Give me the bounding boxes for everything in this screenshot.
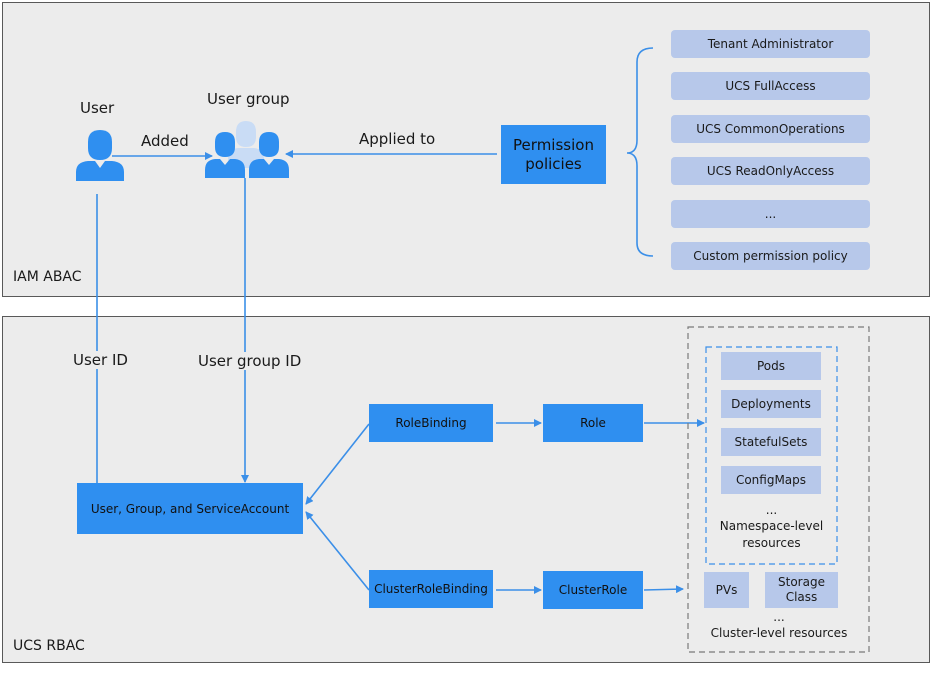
user-group-label: User group (207, 90, 290, 108)
user-id-label: User ID (71, 351, 130, 369)
user-group-icon (205, 121, 289, 178)
namespace-caption-line2: resources (742, 536, 801, 550)
role-box[interactable]: Role (543, 404, 643, 442)
cluster-caption: Cluster-level resources (710, 626, 848, 640)
policy-custom[interactable]: Custom permission policy (671, 242, 870, 270)
cluster-ellipsis: ... (773, 610, 785, 624)
permission-policies-line2: policies (525, 154, 582, 173)
namespace-caption: Namespace-level resources (706, 518, 837, 552)
policy-ucs-readonlyaccess[interactable]: UCS ReadOnlyAccess (671, 157, 870, 185)
namespace-ellipsis: ... (765, 503, 778, 517)
policy-ellipsis: ... (671, 200, 870, 228)
clusterrole-to-cluster-arrow (643, 585, 684, 594)
policy-ucs-commonoperations[interactable]: UCS CommonOperations (671, 115, 870, 143)
ucs-rbac-label: UCS RBAC (13, 638, 85, 654)
user-group-id-label: User group ID (196, 352, 304, 370)
clusterrolebinding-to-subject-arrow (305, 511, 370, 591)
user-label: User (80, 99, 115, 117)
clusterrole-box[interactable]: ClusterRole (543, 571, 643, 609)
storage-class-line1: Storage (778, 575, 825, 589)
rolebinding-box[interactable]: RoleBinding (369, 404, 493, 442)
resource-pvs[interactable]: PVs (704, 572, 749, 608)
policy-ucs-fullaccess[interactable]: UCS FullAccess (671, 72, 870, 100)
rolebinding-to-subject-arrow (305, 423, 370, 505)
permission-policies-box[interactable]: Permission policies (501, 125, 606, 184)
namespace-caption-line1: Namespace-level (719, 519, 824, 533)
cluster-resources-dashed-box (687, 326, 870, 653)
clusterrolebinding-box[interactable]: ClusterRoleBinding (369, 570, 493, 608)
policy-tenant-administrator[interactable]: Tenant Administrator (671, 30, 870, 58)
subject-box[interactable]: User, Group, and ServiceAccount (77, 483, 303, 534)
added-label: Added (141, 132, 189, 150)
resource-storage-class[interactable]: Storage Class (765, 572, 838, 608)
applied-to-label: Applied to (359, 130, 436, 148)
resource-deployments[interactable]: Deployments (721, 390, 821, 418)
resource-statefulsets[interactable]: StatefulSets (721, 428, 821, 456)
namespace-resources-dashed-box (705, 346, 838, 565)
resource-pods[interactable]: Pods (721, 352, 821, 380)
policies-brace (626, 47, 654, 257)
permission-policies-line1: Permission (513, 135, 594, 154)
resource-configmaps[interactable]: ConfigMaps (721, 466, 821, 494)
storage-class-line2: Class (785, 590, 818, 604)
user-icon (76, 130, 124, 181)
iam-abac-label: IAM ABAC (13, 269, 82, 285)
